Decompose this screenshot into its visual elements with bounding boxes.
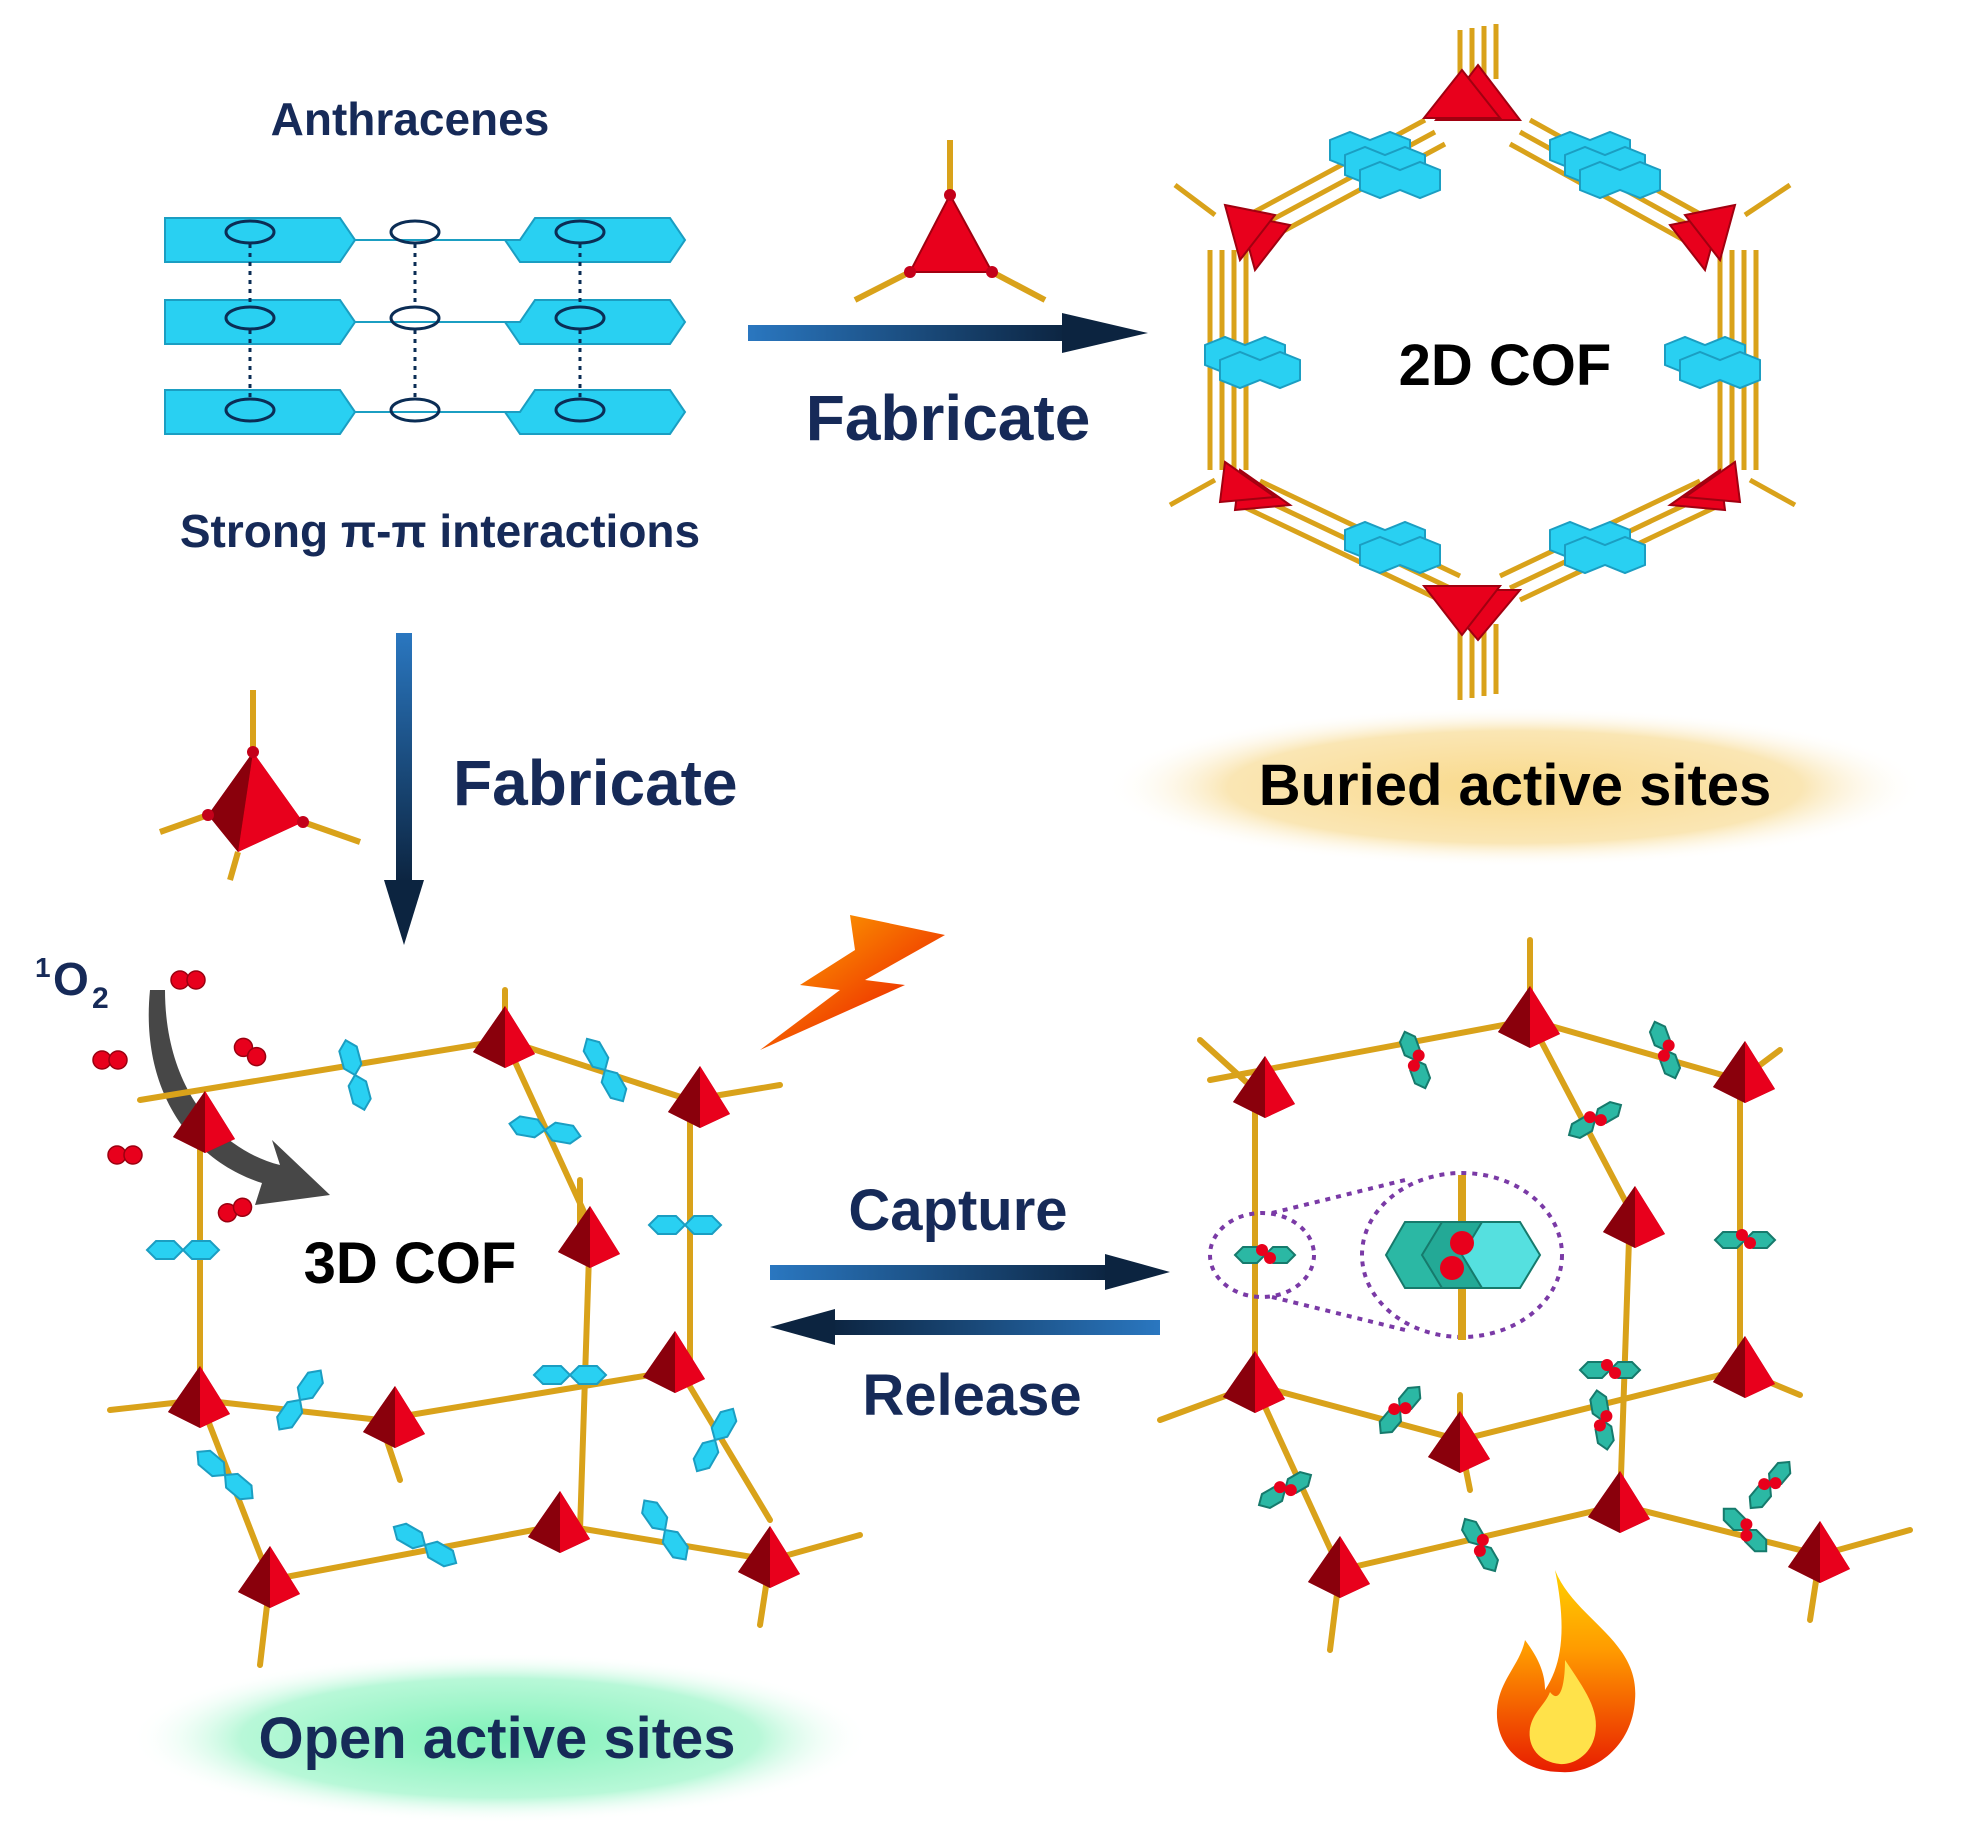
anthracenes-label: Anthracenes [271,93,550,145]
tetrahedral-linker-icon [158,690,361,881]
anthracene-stack [164,217,687,435]
fabricate-arrow-horizontal [748,313,1148,353]
capture-label: Capture [848,1178,1067,1243]
release-label: Release [862,1363,1081,1428]
cof-2d-framework [1168,24,1797,700]
anthracene-layer-bottom [164,389,687,435]
svg-text:2: 2 [92,982,109,1015]
svg-text:1: 1 [35,952,51,983]
release-arrow [770,1309,1160,1345]
triangle-linker-icon [853,140,1047,303]
buried-sites-glow [1105,707,1925,867]
pi-interactions-label: Strong π-π interactions [180,505,700,557]
cof-3d-captured-framework [1157,937,1913,1653]
cof-2d-label: 2D COF [1399,333,1612,398]
open-sites-glow [130,1653,870,1823]
fabricate-label-horizontal: Fabricate [806,382,1091,454]
open-sites-label: Open active sites [258,1706,735,1771]
flame-icon [1496,1570,1636,1773]
buried-sites-label: Buried active sites [1259,753,1772,818]
capture-zoom-inset [1208,1171,1564,1340]
fabricate-label-vertical: Fabricate [453,747,738,819]
curved-arrow-icon [148,990,330,1205]
anthracene-layer-top [164,217,687,263]
singlet-oxygen-label: 1 O 2 [35,952,109,1015]
fabricate-arrow-vertical [384,633,424,945]
capture-arrow [770,1254,1170,1290]
cof-3d-label: 3D COF [304,1231,517,1296]
svg-text:O: O [53,953,89,1005]
anthracene-layer-middle [164,299,687,345]
lightning-icon [760,915,945,1050]
cof-3d-framework [107,987,863,1668]
pi-stacking-dotted-lines [248,244,582,400]
